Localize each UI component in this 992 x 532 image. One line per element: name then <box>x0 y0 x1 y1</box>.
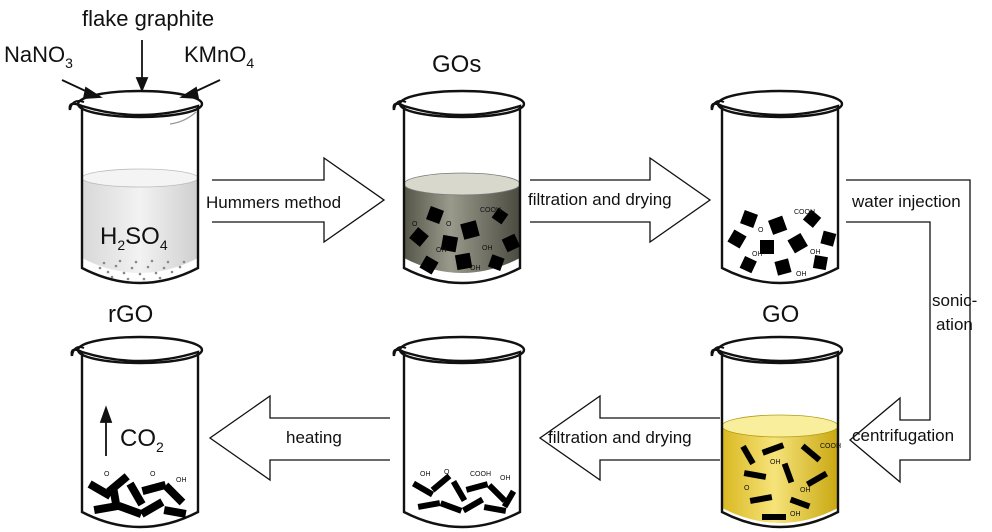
arrow-filtration-top <box>530 156 712 244</box>
beaker-dried-gos <box>710 89 844 285</box>
svg-text:OH: OH <box>500 475 511 482</box>
svg-text:O: O <box>744 485 750 492</box>
step-centrifugation: centrifugation <box>852 426 954 445</box>
step-filtration-bottom: filtration and drying <box>548 428 692 447</box>
co2-label: CO2 <box>120 425 164 455</box>
reagent-flake-graphite: flake graphite <box>82 6 214 31</box>
dried-go-sheets <box>411 473 517 514</box>
svg-text:COOH: COOH <box>470 471 491 478</box>
svg-text:OH: OH <box>420 471 431 478</box>
graphite-sediment <box>98 259 186 281</box>
dried-gos-flakes <box>727 209 837 276</box>
beaker-rgo <box>70 335 204 529</box>
svg-text:O: O <box>104 471 110 478</box>
reagent-nano3: NaNO3 <box>4 42 73 71</box>
arrow-heating <box>208 394 390 482</box>
dried-gos-functional-groups: COOH OH OH OH O <box>752 209 821 278</box>
step-filtration-top: filtration and drying <box>528 190 672 209</box>
svg-text:OH: OH <box>436 247 447 254</box>
reagent-kmno4: KMnO4 <box>184 42 254 71</box>
arrow-filtration-bottom <box>538 394 720 482</box>
step-sonication-2: ation <box>936 315 973 334</box>
gos-functional-groups: COOH OH OH OH O O <box>412 207 501 272</box>
svg-text:O: O <box>412 221 418 228</box>
dried-go-functional-groups: COOH OH OH O <box>420 469 511 482</box>
go-sheets <box>740 442 829 520</box>
svg-text:OH: OH <box>770 459 781 466</box>
svg-text:OH: OH <box>810 249 821 256</box>
beaker-h2so4 <box>68 89 204 285</box>
svg-text:OH: OH <box>796 271 807 278</box>
svg-text:O: O <box>446 221 452 228</box>
go-functional-groups: COOH OH OH O OH <box>744 443 841 518</box>
step-hummers-method: Hummers method <box>206 193 341 212</box>
rgo-functional-groups: O O OH <box>104 471 187 484</box>
svg-text:OH: OH <box>470 265 481 272</box>
svg-text:OH: OH <box>752 251 763 258</box>
svg-text:O: O <box>758 227 764 234</box>
gos-flakes <box>409 206 521 275</box>
title-gos: GOs <box>432 51 481 78</box>
title-go: GO <box>762 301 799 328</box>
title-rgo: rGO <box>108 301 153 328</box>
svg-text:O: O <box>150 471 156 478</box>
svg-text:OH: OH <box>482 245 493 252</box>
svg-text:OH: OH <box>176 477 187 484</box>
step-heating: heating <box>286 428 342 447</box>
h2so4-label: H2SO4 <box>100 223 168 253</box>
svg-text:O: O <box>444 469 450 476</box>
reagent-arrows <box>61 40 221 99</box>
svg-text:OH: OH <box>790 511 801 518</box>
svg-text:COOH: COOH <box>820 443 841 450</box>
svg-text:COOH: COOH <box>480 207 501 214</box>
beaker-go <box>710 335 844 529</box>
step-water-injection: water injection <box>851 192 961 211</box>
arrow-water-sonication-centrifugation <box>846 179 971 484</box>
rgo-sheets <box>87 473 187 518</box>
beaker-gos <box>392 89 526 285</box>
step-sonication-1: sonic- <box>932 291 977 310</box>
svg-text:COOH: COOH <box>794 209 815 216</box>
arrow-hummers-method <box>212 156 386 244</box>
svg-text:OH: OH <box>800 487 811 494</box>
beaker-dried-go <box>392 335 526 529</box>
co2-arrow <box>99 405 113 456</box>
